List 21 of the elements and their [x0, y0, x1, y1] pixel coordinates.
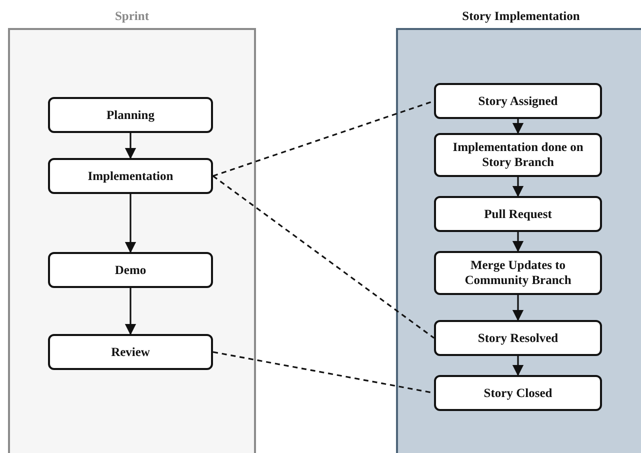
process-box: Planning: [48, 97, 213, 133]
process-box: Demo: [48, 252, 213, 288]
connector: [512, 119, 524, 134]
connector: [212, 175, 434, 339]
swimlane-title: Story Implementation: [461, 8, 581, 25]
connector: [512, 295, 524, 322]
process-box: Merge Updates to Community Branch: [434, 251, 602, 295]
connector: [512, 177, 524, 198]
connector: [512, 232, 524, 252]
connector: [124, 288, 136, 336]
process-box: Story Closed: [434, 375, 602, 411]
process-box: Story Assigned: [434, 83, 602, 119]
swimlane-title: Sprint: [114, 8, 150, 25]
connector: [512, 356, 524, 376]
process-box: Pull Request: [434, 196, 602, 232]
process-box: Story Resolved: [434, 320, 602, 356]
process-box: Review: [48, 334, 213, 370]
process-box: Implementation: [48, 158, 213, 194]
connector: [124, 194, 136, 254]
process-box: Implementation done on Story Branch: [434, 133, 602, 177]
connector: [124, 133, 136, 160]
